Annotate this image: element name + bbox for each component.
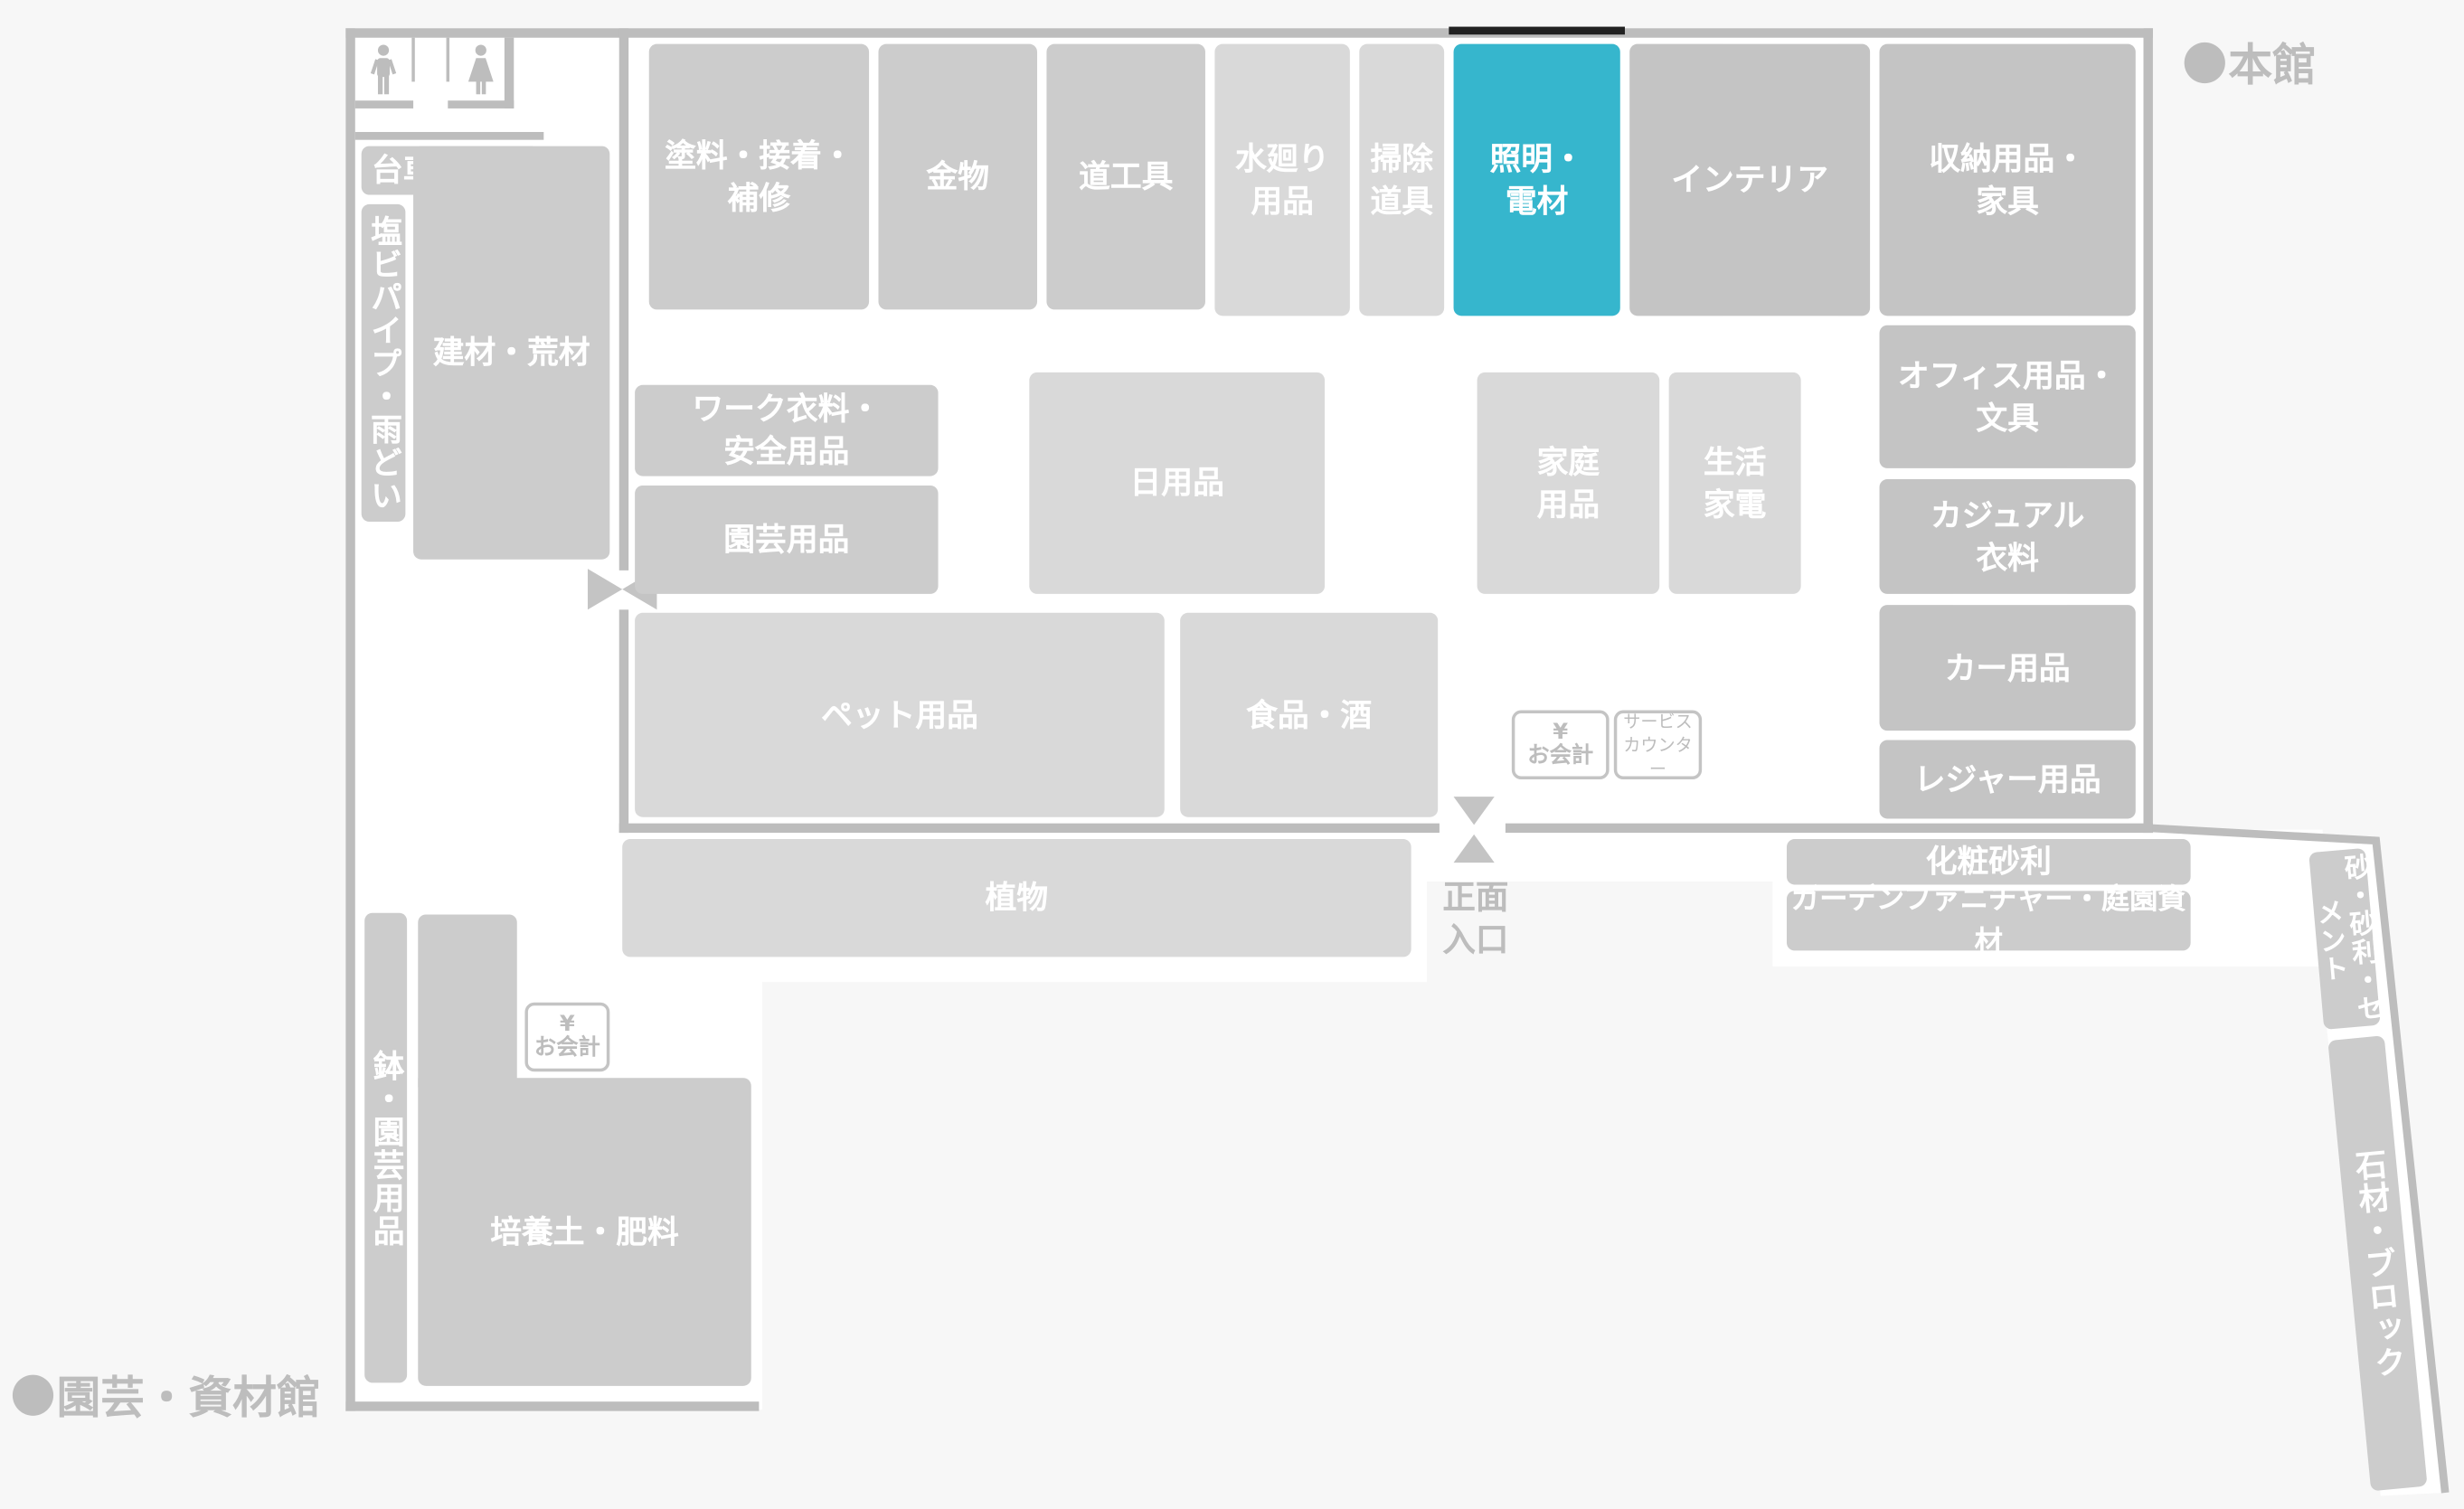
female-restroom-icon xyxy=(467,44,494,95)
section-sand[interactable]: 砂・砂利・セメント xyxy=(2308,847,2384,1030)
section-pet[interactable]: ペット用品 xyxy=(635,612,1165,817)
wall-restroom-div1 xyxy=(411,37,415,82)
section-soil[interactable]: 培養土・肥料 xyxy=(418,1078,751,1386)
section-gardening[interactable]: 園芸用品 xyxy=(635,486,939,594)
section-tools[interactable]: 道工具 xyxy=(1046,43,1205,310)
wall-restroom-m xyxy=(354,100,414,108)
highlight-marker xyxy=(1449,26,1625,35)
section-hardware[interactable]: 金物 xyxy=(878,43,1038,310)
section-storage[interactable]: 収納用品・ 家具 xyxy=(1879,43,2136,316)
section-soil-upper[interactable] xyxy=(418,914,517,1088)
building-label-garden: 園芸・資材館 xyxy=(12,1363,321,1427)
section-gravel[interactable]: 化粧砂利 xyxy=(1786,839,2191,885)
building-label-main: 本館 xyxy=(2184,32,2317,95)
checkout-label: お会計 xyxy=(1527,743,1594,769)
wall-right xyxy=(2143,28,2153,834)
section-work[interactable]: ワーク衣料・ 安全用品 xyxy=(635,384,939,476)
main-entrance-label: 正面 入口 xyxy=(1433,877,1518,962)
wall-restroom-side xyxy=(504,37,515,108)
entrance-line1: 正面 xyxy=(1442,878,1509,917)
section-garden-furniture[interactable]: ガーデンファニチャー・庭園資材 xyxy=(1786,883,2191,958)
section-paint[interactable]: 塗料・接着・ 補修 xyxy=(648,43,870,310)
service-counter[interactable]: サービス カウンター xyxy=(1613,710,1703,779)
wall-restroom-bottom xyxy=(354,131,544,140)
section-daily[interactable]: 日用品 xyxy=(1029,372,1326,594)
section-lumber[interactable]: 建材・荒材 xyxy=(413,146,610,560)
wall-annex-bottom xyxy=(345,1401,760,1411)
section-appliances[interactable]: 生活 家電 xyxy=(1668,372,1801,594)
wall-bottom-left xyxy=(618,823,1440,834)
service-label-2: カウンター xyxy=(1623,734,1693,779)
section-pipe[interactable]: 塩ビパイプ・雨どい xyxy=(361,203,406,522)
section-household[interactable]: 家庭 用品 xyxy=(1477,372,1660,594)
wall-bottom-right xyxy=(1505,823,2153,834)
section-plumbing[interactable]: 水廻り 用品 xyxy=(1214,43,1350,316)
entrance-line2: 入口 xyxy=(1442,920,1509,959)
male-restroom-icon xyxy=(370,44,397,95)
section-lighting[interactable]: 照明・ 電材 xyxy=(1453,43,1620,316)
dot-icon xyxy=(12,1374,54,1416)
section-cleaning[interactable]: 掃除 道具 xyxy=(1359,43,1445,316)
entrance-arrow-icon[interactable] xyxy=(1449,794,1499,866)
dot-icon xyxy=(2184,42,2225,84)
checkout-label: お会計 xyxy=(533,1035,600,1061)
annex-checkout-counter[interactable]: ¥ お会計 xyxy=(524,1002,610,1072)
section-plants[interactable]: 植物 xyxy=(622,839,1411,957)
yen-icon: ¥ xyxy=(559,1012,575,1038)
wall-top xyxy=(345,28,2153,38)
section-food[interactable]: 食品・酒 xyxy=(1180,612,1439,817)
wall-restroom-f xyxy=(448,100,515,108)
section-casual[interactable]: カジュアル 衣料 xyxy=(1879,479,2136,594)
checkout-counter[interactable]: ¥ お会計 xyxy=(1511,710,1610,779)
building-main-text: 本館 xyxy=(2228,39,2317,91)
section-leisure[interactable]: レジャー用品 xyxy=(1879,740,2136,819)
wall-annex-left xyxy=(345,28,355,1411)
wall-restroom-div2 xyxy=(446,37,450,82)
section-office[interactable]: オフィス用品・ 文具 xyxy=(1879,325,2136,468)
wall-main-left-lower xyxy=(618,609,629,834)
section-pots[interactable]: 鉢・園芸用品 xyxy=(364,912,408,1383)
wall-main-left-upper xyxy=(618,28,629,571)
service-label-1: サービス xyxy=(1623,711,1693,731)
section-car[interactable]: カー用品 xyxy=(1879,605,2136,731)
building-garden-text: 園芸・資材館 xyxy=(56,1372,321,1424)
section-interior[interactable]: インテリア xyxy=(1629,43,1871,316)
yen-icon: ¥ xyxy=(1553,719,1569,745)
